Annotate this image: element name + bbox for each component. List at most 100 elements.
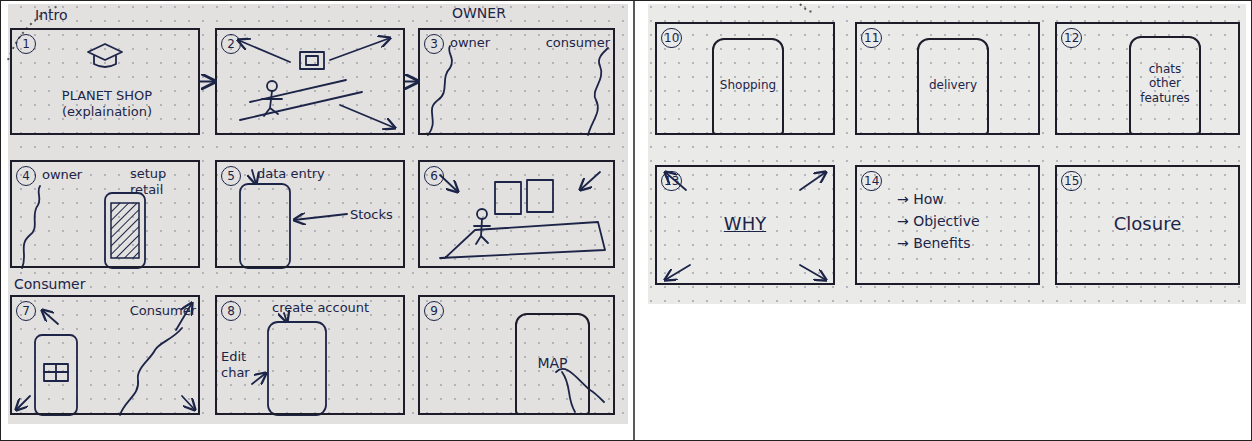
owner-silhouette bbox=[22, 186, 40, 268]
storyboard-frame: Shopping 10 bbox=[655, 22, 835, 135]
frame-text: Shopping bbox=[714, 78, 782, 92]
phone-sketch bbox=[105, 193, 145, 268]
section-heading: OWNER bbox=[452, 5, 506, 21]
camera-arrow bbox=[238, 40, 290, 62]
frame-number: 14 bbox=[861, 171, 882, 191]
frame-text: MAP bbox=[517, 355, 588, 372]
consumer-silhouette bbox=[120, 328, 182, 415]
frame-text: → Objective bbox=[897, 213, 1027, 230]
person-body bbox=[474, 219, 490, 244]
frame-number: 13 bbox=[661, 171, 682, 191]
phone-sketch bbox=[240, 184, 290, 268]
desk-scene bbox=[440, 172, 605, 258]
phone-screen: chats other features bbox=[1129, 36, 1201, 135]
frame-number: 11 bbox=[861, 28, 882, 48]
frame-number: 5 bbox=[221, 166, 241, 186]
frame-text: WHY bbox=[657, 213, 833, 235]
hand-sketch bbox=[556, 369, 604, 412]
camera-arrow bbox=[580, 172, 600, 190]
frame-number: 4 bbox=[16, 166, 36, 186]
dot-grid bbox=[648, 4, 1246, 304]
frame-text: create account bbox=[272, 300, 402, 316]
frame-number: 3 bbox=[424, 34, 444, 54]
storyboard-frame: chats other features 12 bbox=[1055, 22, 1240, 135]
consumer-scene bbox=[16, 303, 195, 415]
person-head bbox=[267, 81, 277, 91]
pointer-arrow bbox=[294, 214, 347, 220]
cap-icon bbox=[88, 44, 122, 67]
storyboard-frame: 8 create accountEdit char bbox=[215, 295, 405, 415]
camera-arrow bbox=[665, 265, 690, 280]
phone-screen: delivery bbox=[917, 38, 989, 135]
cap-base bbox=[94, 56, 116, 67]
monitor bbox=[527, 180, 553, 212]
camera-arrow bbox=[42, 310, 58, 324]
phone-sketch bbox=[35, 335, 77, 415]
storyboard-frame: 15Closure bbox=[1055, 165, 1240, 285]
storyboard-frame: 7 Consumer bbox=[10, 295, 200, 415]
frame-text: PLANET SHOP (explaination) bbox=[42, 88, 172, 119]
storyboard-frame: delivery 11 bbox=[855, 22, 1040, 135]
frame-number: 8 bbox=[221, 301, 241, 321]
person-body bbox=[262, 91, 282, 116]
camera-arrow bbox=[800, 172, 826, 190]
paper-photo bbox=[648, 4, 1246, 304]
camera-arrow bbox=[182, 396, 195, 410]
owner-silhouette bbox=[428, 46, 452, 135]
frame-text: Edit char bbox=[221, 349, 263, 380]
frame-number: 12 bbox=[1061, 28, 1082, 48]
section-heading: Consumer bbox=[14, 276, 85, 292]
frame-text: → How bbox=[897, 191, 1027, 208]
parcel-sketch bbox=[44, 364, 68, 381]
desk bbox=[240, 80, 362, 120]
frame-text: → Benefits bbox=[897, 235, 1027, 252]
flow-arrow bbox=[405, 81, 418, 83]
dot-grid bbox=[8, 4, 628, 424]
phone-screen: Shopping bbox=[712, 38, 784, 135]
storyboard-frame: 13WHY bbox=[655, 165, 835, 285]
frame-number: 15 bbox=[1061, 171, 1082, 191]
table-divider bbox=[633, 0, 635, 441]
camera-arrow bbox=[440, 175, 458, 192]
frame-number: 7 bbox=[16, 301, 36, 321]
frame-text: Consumer bbox=[116, 303, 196, 319]
frame-number: 2 bbox=[221, 34, 241, 54]
frame-number: 9 bbox=[424, 301, 444, 321]
storyboard-frame: 5 data entryStocks bbox=[215, 160, 405, 268]
person-head bbox=[477, 209, 487, 219]
phone-screen bbox=[111, 203, 139, 258]
phone-screen: MAP bbox=[515, 313, 590, 415]
frame-text: data entry bbox=[257, 166, 347, 182]
parcel-sketch bbox=[44, 364, 68, 381]
camera-arrow bbox=[16, 396, 30, 410]
storyboard-frame: 14 → How → Objective → Benefits bbox=[855, 165, 1040, 285]
desk-scene bbox=[238, 38, 395, 128]
storyboard-frame: 4ownersetup retail bbox=[10, 160, 200, 268]
camera-arrow bbox=[800, 265, 826, 280]
frame-text: owner bbox=[450, 35, 510, 51]
camera-arrow bbox=[330, 38, 390, 60]
frame-text: Closure bbox=[1057, 213, 1238, 235]
flow-arrow bbox=[200, 81, 215, 83]
pointer-arrow bbox=[252, 170, 256, 184]
section-heading: Intro bbox=[35, 7, 68, 23]
camera-arrow bbox=[340, 105, 395, 128]
frame-number: 1 bbox=[16, 34, 36, 54]
monitor bbox=[300, 52, 324, 69]
frame-number: 10 bbox=[661, 28, 682, 48]
frame-text: Stocks bbox=[350, 207, 402, 223]
frame-text: owner bbox=[42, 167, 97, 183]
frame-text: delivery bbox=[919, 78, 987, 92]
consumer-silhouette bbox=[588, 48, 608, 135]
storyboard-frame: 3 owner consumer bbox=[418, 28, 615, 135]
frame-text: consumer bbox=[538, 35, 610, 51]
paper-photo bbox=[8, 4, 628, 424]
frame-number: 6 bbox=[424, 166, 444, 186]
desk bbox=[440, 222, 605, 258]
monitor bbox=[495, 182, 521, 214]
monitor bbox=[306, 56, 318, 65]
